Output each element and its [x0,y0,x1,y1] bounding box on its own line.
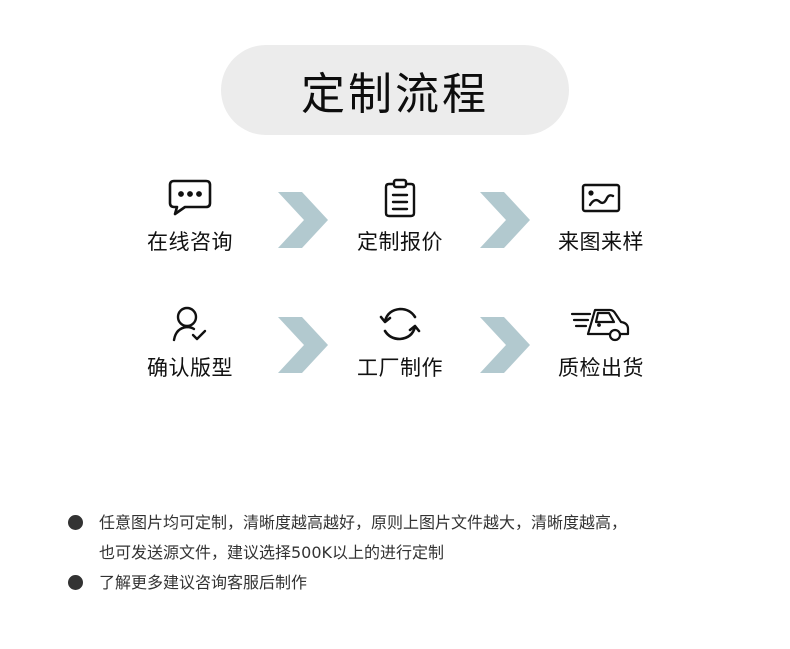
chat-bubble-icon [165,176,215,220]
step-label: 质检出货 [558,356,644,380]
step-online-consult: 在线咨询 [120,176,260,256]
note-line: 任意图片均可定制，清晰度越高越好，原则上图片文件越大，清晰度越高， [99,513,628,532]
note-line: 了解更多建议咨询客服后制作 [99,573,308,592]
clipboard-icon [375,176,425,220]
user-check-icon [165,302,215,346]
page-title: 定制流程 [301,69,489,120]
step-inspect-ship: 质检出货 [531,302,671,382]
step-custom-quote: 定制报价 [330,176,470,256]
note-item: 任意图片均可定制，清晰度越高越好，原则上图片文件越大，清晰度越高， 也可发送源文… [68,508,748,568]
step-label: 工厂制作 [357,356,443,380]
chevron-right-icon [278,317,328,373]
step-label: 在线咨询 [147,230,233,254]
delivery-car-icon [569,302,633,346]
note-line: 也可发送源文件，建议选择500K以上的进行定制 [99,543,445,562]
title-pill: 定制流程 [221,45,569,135]
step-label: 来图来样 [558,230,644,254]
step-label: 确认版型 [147,356,233,380]
note-item: 了解更多建议咨询客服后制作 [68,568,748,598]
step-label: 定制报价 [357,230,443,254]
bullet-dot-icon [68,515,83,530]
bullet-dot-icon [68,575,83,590]
chevron-right-icon [278,192,328,248]
refresh-cycle-icon [375,302,425,346]
step-factory-production: 工厂制作 [330,302,470,382]
image-icon [576,176,626,220]
chevron-right-icon [480,192,530,248]
step-confirm-pattern: 确认版型 [120,302,260,382]
notes-list: 任意图片均可定制，清晰度越高越好，原则上图片文件越大，清晰度越高， 也可发送源文… [68,508,748,598]
chevron-right-icon [480,317,530,373]
step-send-sample: 来图来样 [531,176,671,256]
